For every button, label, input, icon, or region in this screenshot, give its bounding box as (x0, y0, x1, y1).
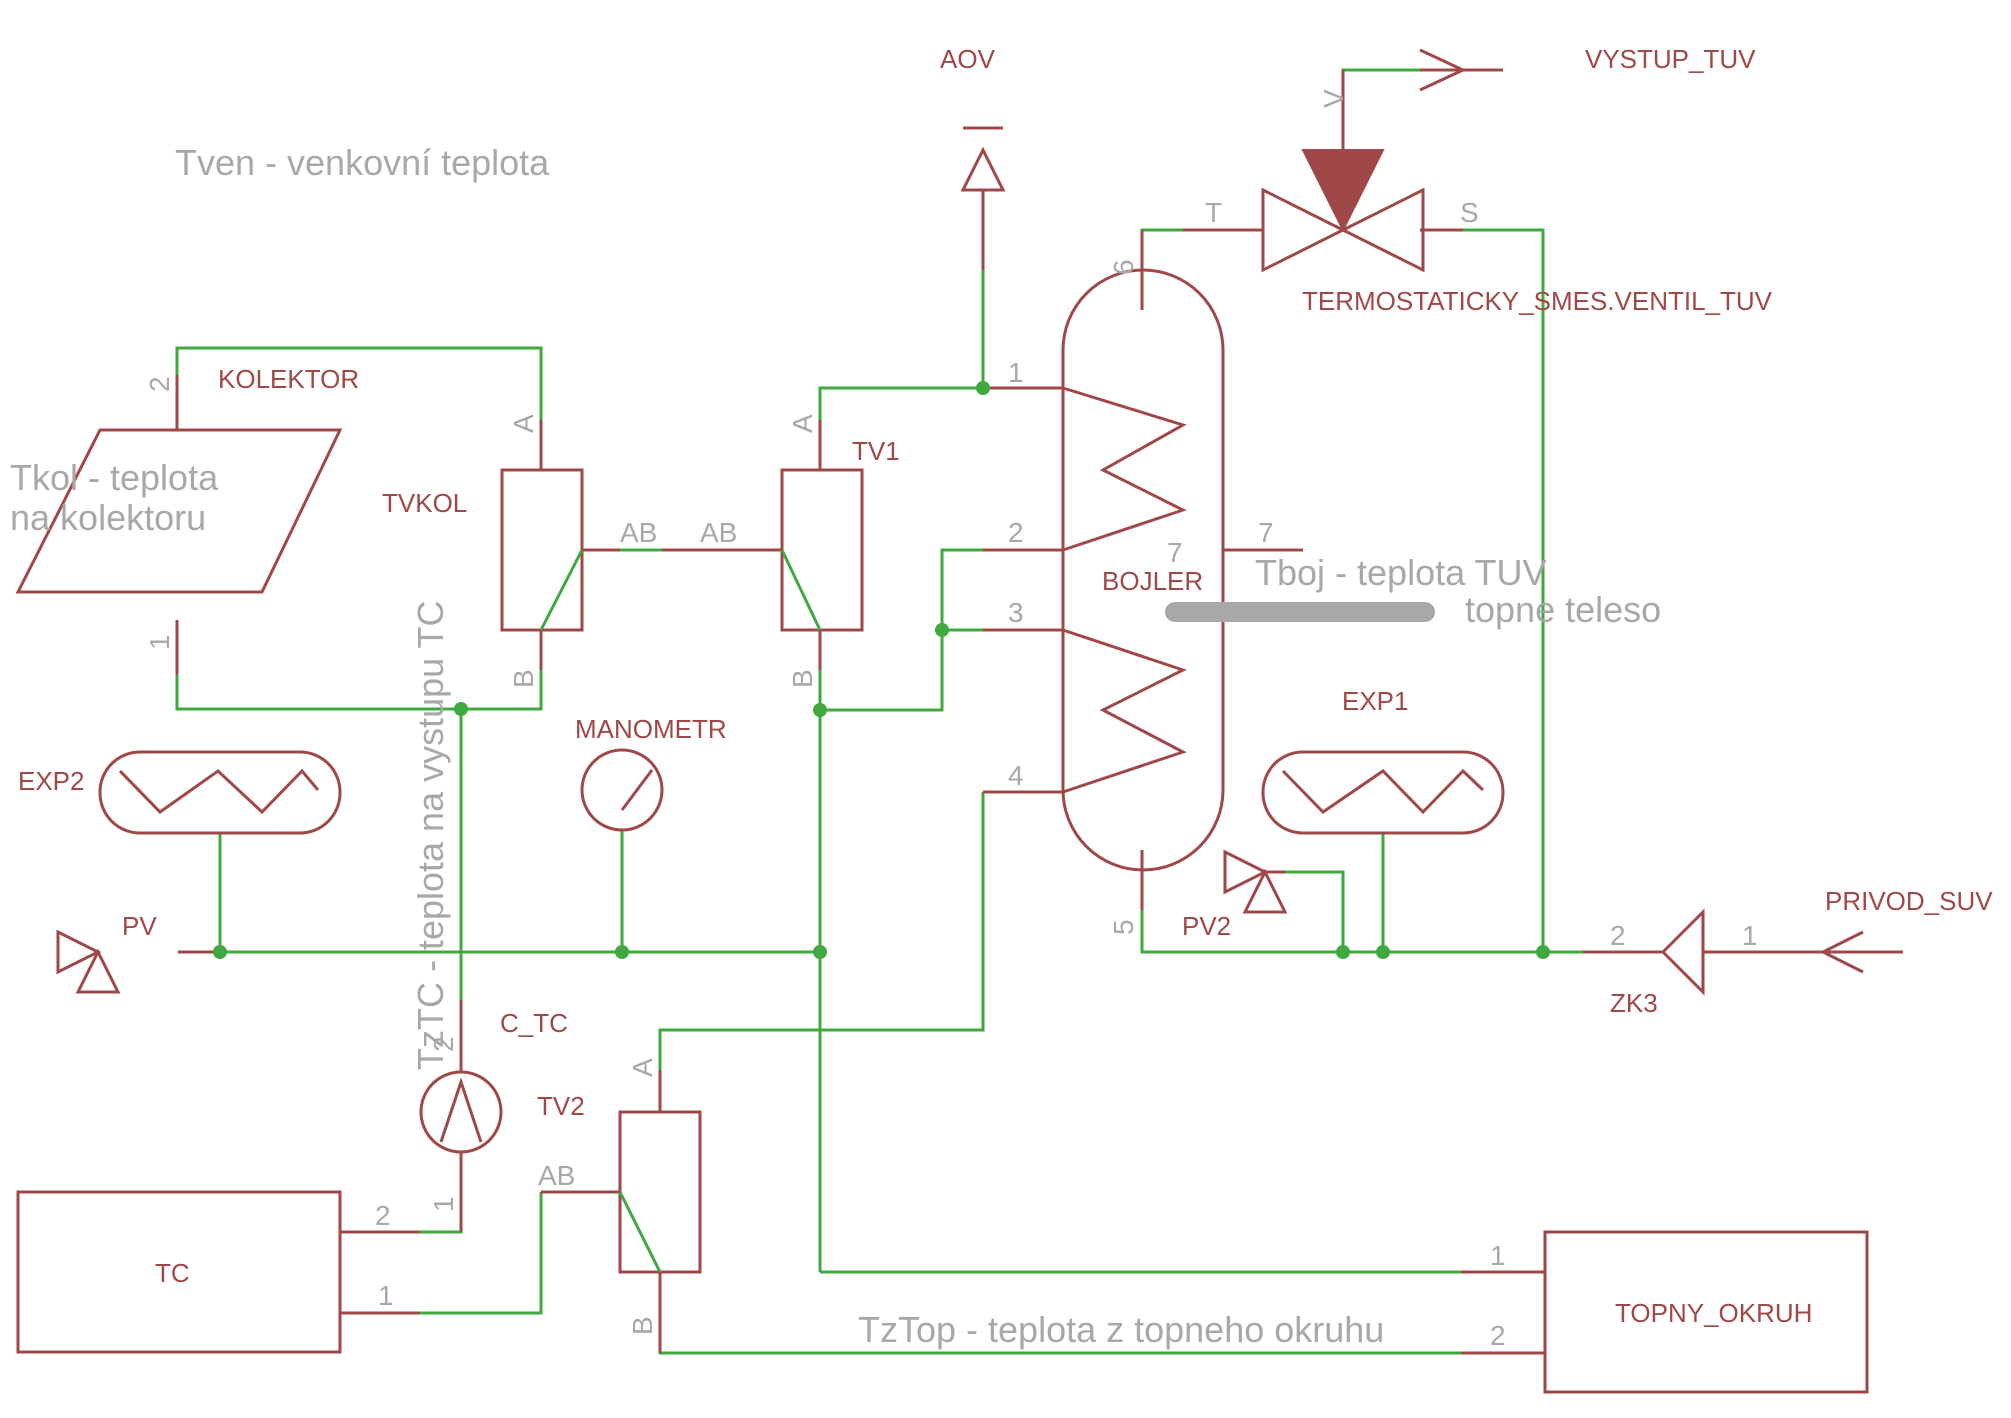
svg-text:S: S (1460, 197, 1479, 228)
tc-box[interactable] (16, 1190, 342, 1354)
svg-text:B: B (508, 669, 539, 688)
kolektor-symbol[interactable] (15, 428, 343, 594)
wire-valve-v (1341, 68, 1420, 110)
label-tc: TC (155, 1258, 190, 1288)
topny-okruh-box[interactable] (1543, 1230, 1869, 1394)
svg-text:5: 5 (1108, 919, 1139, 935)
label-bojler: BOJLER (1102, 566, 1203, 596)
svg-text:1: 1 (378, 1280, 394, 1311)
note-topne: topne teleso (1465, 589, 1661, 630)
label-pv: PV (122, 911, 157, 941)
svg-text:7: 7 (1167, 537, 1183, 568)
wire-bojler-23 (940, 548, 983, 630)
svg-text:V: V (1318, 89, 1349, 108)
c-tc-pump-icon[interactable] (419, 1070, 503, 1154)
svg-text:2: 2 (1610, 920, 1626, 951)
tvkol-valve[interactable] (500, 468, 584, 632)
manometr-gauge-icon[interactable] (580, 748, 664, 832)
wire-tc-2 (420, 1152, 463, 1234)
label-tvkol: TVKOL (382, 488, 467, 518)
label-c-tc: C_TC (500, 1008, 568, 1038)
note-tkol-1: Tkol - teplota (10, 457, 219, 498)
svg-text:1: 1 (1008, 357, 1024, 388)
note-tven: Tven - venkovní teplota (175, 142, 550, 183)
svg-text:4: 4 (1008, 760, 1024, 791)
part-labels: AOV VYSTUP_TUV TERMOSTATICKY_SMES.VENTIL… (18, 44, 1993, 1328)
label-manometr: MANOMETR (575, 714, 727, 744)
wire-tv1-a (818, 386, 983, 440)
svg-text:T: T (1205, 197, 1222, 228)
tv2-valve[interactable] (618, 1110, 702, 1274)
termostaticky-ventil[interactable] (1261, 149, 1425, 273)
svg-text:7: 7 (1258, 517, 1274, 548)
svg-text:AB: AB (700, 517, 737, 548)
note-tkol-2: na kolektoru (10, 497, 206, 538)
zk3-check-valve-icon[interactable] (1660, 908, 1783, 996)
label-tv2: TV2 (537, 1091, 585, 1121)
label-exp2: EXP2 (18, 766, 85, 796)
label-vystup-tuv: VYSTUP_TUV (1585, 44, 1756, 74)
svg-text:B: B (627, 1316, 658, 1335)
label-aov: AOV (940, 44, 996, 74)
wire-bojler-5 (1140, 910, 1583, 954)
wire-tv1-b-to-bojler (820, 630, 944, 712)
svg-text:1: 1 (1490, 1240, 1506, 1271)
label-tv1: TV1 (852, 436, 900, 466)
label-termo-valve: TERMOSTATICKY_SMES.VENTIL_TUV (1302, 286, 1773, 316)
junction-dots (213, 381, 1550, 959)
svg-text:AB: AB (620, 517, 657, 548)
svg-text:1: 1 (428, 1196, 459, 1212)
wires (175, 68, 1583, 1355)
wire-bojler-4 (658, 792, 985, 1070)
bojler-tank[interactable] (1061, 268, 1435, 872)
vystup-arrow-icon (1419, 48, 1503, 92)
wire-bojler-6 (1140, 228, 1220, 270)
svg-text:1: 1 (144, 634, 175, 650)
aov-vent-icon[interactable] (960, 126, 1006, 270)
svg-text:2: 2 (1008, 517, 1024, 548)
note-tztc: TzTC - teplota na vystupu TC (410, 600, 451, 1070)
privod-arrow-icon (1819, 930, 1903, 974)
note-tztop: TzTop - teplota z topneho okruhu (858, 1309, 1384, 1350)
label-zk3: ZK3 (1610, 988, 1658, 1018)
label-kolektor: KOLEKTOR (218, 364, 359, 394)
label-privod-suv: PRIVOD_SUV (1825, 886, 1993, 916)
svg-text:B: B (787, 669, 818, 688)
pv2-safety-valve-icon[interactable] (1223, 849, 1288, 914)
note-tboj: Tboj - teplota TUV (1255, 552, 1546, 593)
label-pv2: PV2 (1182, 911, 1231, 941)
svg-text:A: A (508, 414, 539, 433)
svg-text:A: A (627, 1058, 658, 1077)
coil-lower-icon (1062, 628, 1187, 794)
svg-text:2: 2 (428, 1036, 459, 1052)
tv1-valve[interactable] (780, 468, 864, 632)
svg-text:A: A (787, 414, 818, 433)
svg-text:2: 2 (375, 1200, 391, 1231)
svg-text:2: 2 (1490, 1320, 1506, 1351)
exp1-tank[interactable] (1261, 750, 1505, 835)
pv-safety-valve-icon[interactable] (56, 929, 121, 994)
svg-text:1: 1 (1742, 920, 1758, 951)
coil-upper-icon (1062, 386, 1187, 552)
wire-kolektor-top (175, 346, 543, 440)
valve-actuator-icon (1301, 149, 1385, 233)
svg-text:3: 3 (1008, 597, 1024, 628)
svg-text:AB: AB (538, 1160, 575, 1191)
wire-pv2 (1285, 870, 1345, 952)
notes: Tven - venkovní teplota Tkol - teplota n… (10, 142, 1661, 1350)
svg-text:2: 2 (144, 376, 175, 392)
svg-text:6: 6 (1108, 259, 1139, 275)
exp2-tank[interactable] (98, 750, 342, 835)
wire-kolektor-bottom (175, 665, 543, 711)
pin-numbers: V T S 6 2 1 A B AB AB A B 1 2 3 4 7 7 5 … (144, 89, 1758, 1351)
label-topny-okruh: TOPNY_OKRUH (1615, 1298, 1812, 1328)
wire-tc-1 (420, 1192, 543, 1315)
label-exp1: EXP1 (1342, 686, 1409, 716)
